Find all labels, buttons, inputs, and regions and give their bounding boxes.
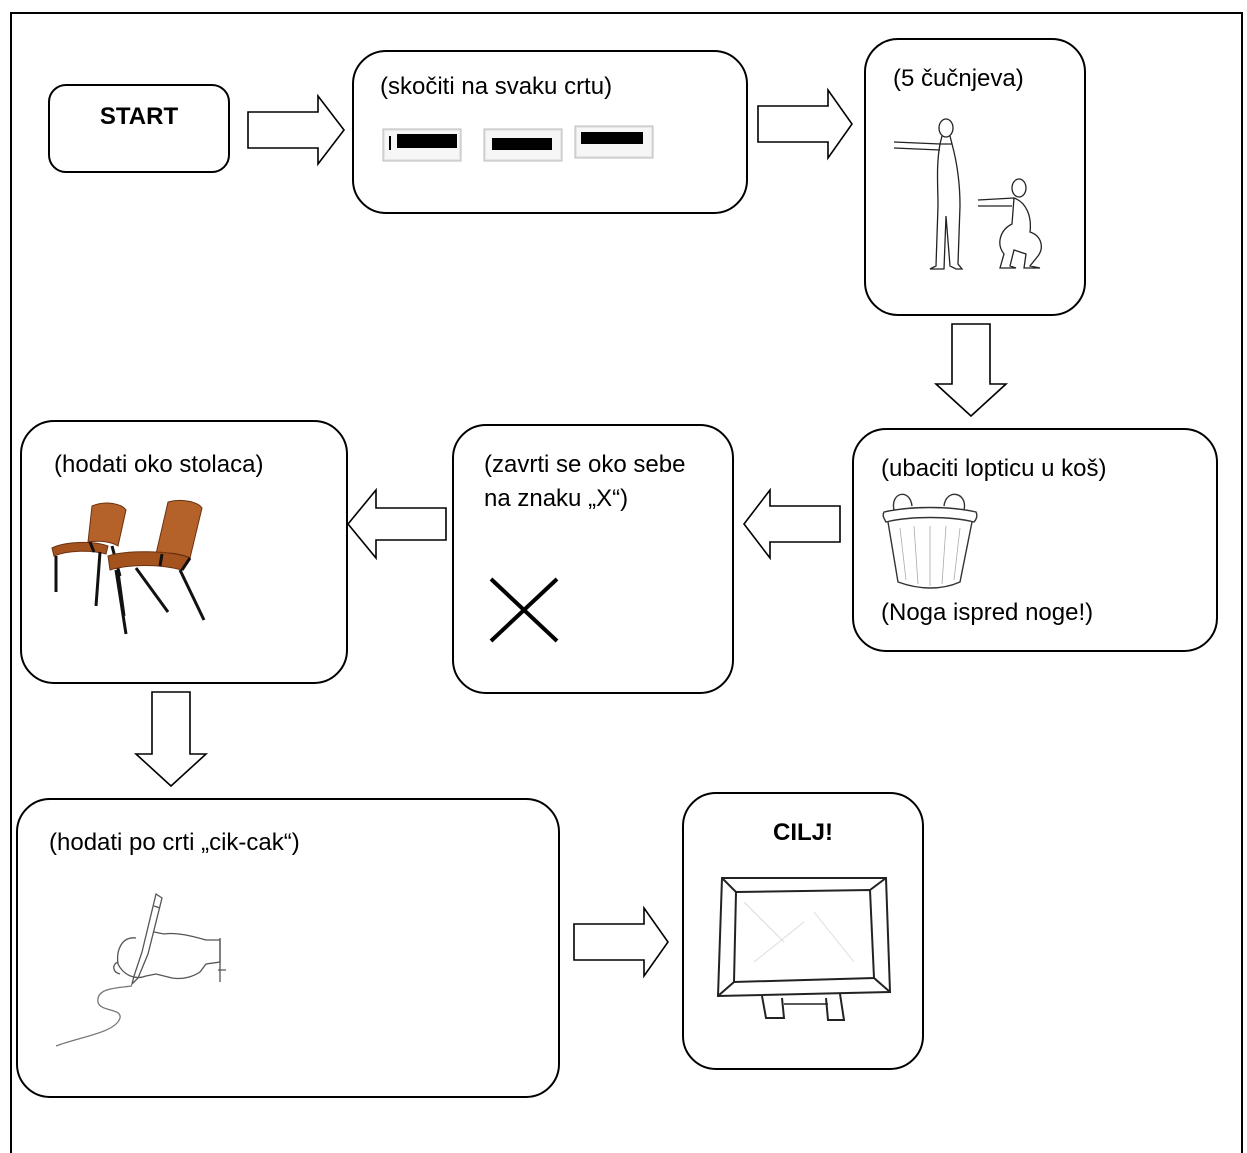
basket-step-box bbox=[852, 428, 1218, 652]
x-mark-icon bbox=[489, 577, 559, 643]
basket-step-note: (Noga ispred noge!) bbox=[881, 599, 1094, 626]
arrow-down-icon bbox=[933, 323, 1009, 418]
arrow-right-icon bbox=[757, 87, 853, 161]
squats-step-box bbox=[864, 38, 1086, 316]
start-label: START bbox=[99, 103, 179, 130]
spin-step-box bbox=[452, 424, 734, 694]
zigzag-step-box bbox=[16, 798, 560, 1098]
basket-step-label: (ubaciti lopticu u koš) bbox=[881, 455, 1107, 482]
squats-step-label: (5 čučnjeva) bbox=[893, 65, 1024, 92]
page-frame bbox=[10, 12, 1243, 1153]
board-icon bbox=[716, 877, 892, 1021]
spin-step-label: (zavrti se oko sebe na znaku „X“) bbox=[484, 451, 686, 512]
squat-figures-icon bbox=[893, 118, 1042, 270]
arrow-left-icon bbox=[346, 487, 447, 561]
jump-lines-icon bbox=[382, 125, 654, 162]
finish-step-box bbox=[682, 792, 924, 1070]
finish-label: CILJ! bbox=[773, 819, 833, 846]
hand-drawing-icon bbox=[55, 892, 226, 1047]
basket-icon bbox=[882, 493, 978, 589]
chairs-icon bbox=[51, 499, 206, 635]
arrow-right-icon bbox=[247, 93, 346, 167]
zigzag-step-label: (hodati po crti „cik-cak“) bbox=[49, 829, 300, 856]
arrow-left-icon bbox=[742, 487, 841, 561]
jump-step-label: (skočiti na svaku crtu) bbox=[380, 73, 613, 100]
start-box bbox=[48, 84, 230, 173]
arrow-down-icon bbox=[133, 691, 209, 788]
arrow-right-icon bbox=[573, 905, 669, 979]
chairs-step-label: (hodati oko stolaca) bbox=[54, 451, 264, 478]
